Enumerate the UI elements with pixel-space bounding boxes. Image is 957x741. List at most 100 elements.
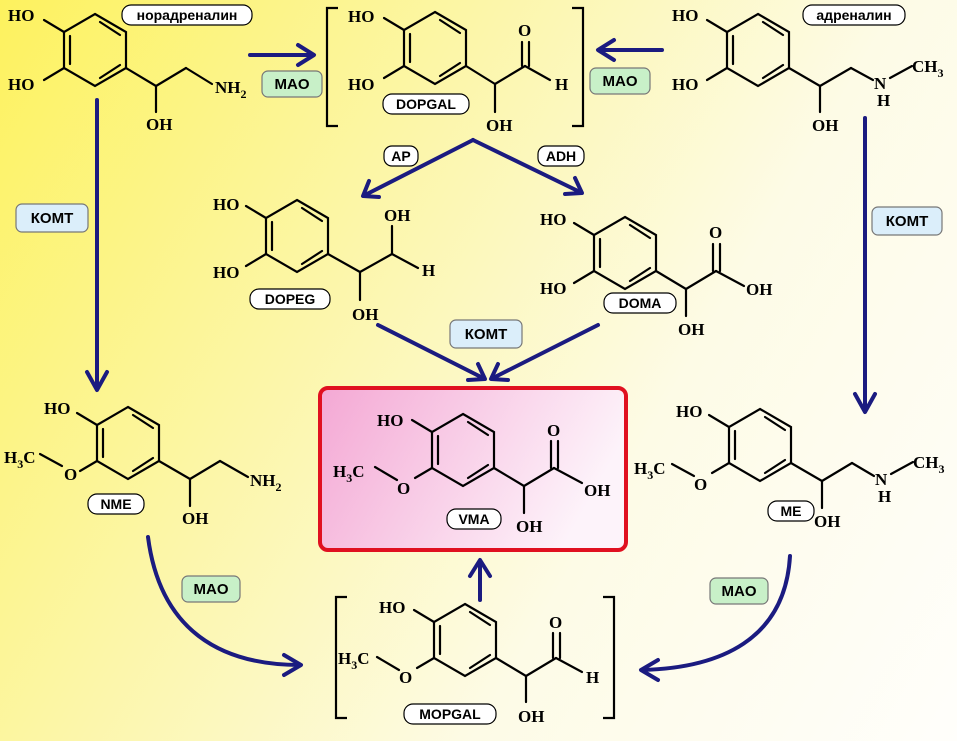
adrenaline-label: адреналин bbox=[816, 7, 891, 23]
svg-text:OH: OH bbox=[182, 509, 208, 528]
svg-text:AP: AP bbox=[391, 148, 410, 164]
svg-text:HO: HO bbox=[8, 6, 34, 25]
nme-label: NME bbox=[100, 496, 131, 512]
svg-text:H3C: H3C bbox=[338, 649, 370, 672]
svg-text:OH: OH bbox=[352, 305, 378, 324]
svg-text:OH: OH bbox=[146, 115, 172, 134]
svg-text:N: N bbox=[875, 470, 888, 489]
dopgal-label-box bbox=[382, 93, 470, 115]
svg-text:N: N bbox=[874, 74, 887, 93]
svg-text:NH2: NH2 bbox=[250, 471, 282, 494]
svg-text:H3C: H3C bbox=[333, 462, 365, 485]
doma-label: DOMA bbox=[619, 295, 662, 311]
svg-text:H3C: H3C bbox=[4, 448, 36, 471]
svg-text:HO: HO bbox=[377, 411, 403, 430]
svg-text:OH: OH bbox=[746, 280, 772, 299]
mopgal-label: MOPGAL bbox=[419, 706, 481, 722]
svg-text:HO: HO bbox=[379, 598, 405, 617]
svg-text:КОМТ: КОМТ bbox=[886, 213, 928, 230]
svg-text:O: O bbox=[549, 613, 562, 632]
svg-text:MAO: MAO bbox=[194, 581, 229, 598]
arrow-dopgal-to-doma bbox=[471, 138, 582, 194]
svg-text:HO: HO bbox=[213, 195, 239, 214]
svg-text:HO: HO bbox=[672, 75, 698, 94]
mopgal-label-box bbox=[403, 703, 497, 725]
svg-text:OH: OH bbox=[678, 320, 704, 339]
svg-text:H: H bbox=[877, 91, 890, 110]
svg-text:HO: HO bbox=[676, 402, 702, 421]
molecule-vma: HO O H3C O OH OH VMA bbox=[333, 411, 610, 536]
svg-text:OH: OH bbox=[486, 116, 512, 135]
svg-text:O: O bbox=[694, 475, 707, 494]
svg-text:CH3: CH3 bbox=[912, 57, 944, 80]
me-label-box bbox=[767, 500, 815, 522]
svg-text:HO: HO bbox=[672, 6, 698, 25]
svg-text:NH2: NH2 bbox=[215, 78, 247, 101]
svg-text:O: O bbox=[64, 465, 77, 484]
enzyme-mao-2: MAO bbox=[589, 67, 651, 95]
vma-label: VMA bbox=[458, 511, 489, 527]
mopgal-brackets bbox=[334, 595, 616, 720]
svg-text:H: H bbox=[555, 75, 568, 94]
enzyme-komt-1: КОМТ bbox=[15, 203, 89, 233]
arrow-dopeg-to-vma bbox=[376, 323, 485, 380]
molecule-adrenaline: HO HO N H CH3 OH адреналин bbox=[672, 4, 944, 135]
dopeg-label-box bbox=[249, 288, 331, 310]
svg-text:HO: HO bbox=[540, 210, 566, 229]
svg-text:OH: OH bbox=[518, 707, 544, 726]
reaction-arrows bbox=[85, 38, 877, 682]
molecule-nme: HO O H3C NH2 OH NME bbox=[4, 399, 282, 528]
arrow-nme-to-mopgal bbox=[146, 535, 302, 667]
svg-text:H: H bbox=[422, 261, 435, 280]
molecule-noradrenaline: HO HO OH NH2 норадреналин bbox=[8, 4, 253, 134]
molecule-doma: HO HO O OH OH DOMA bbox=[540, 210, 772, 339]
svg-text:HO: HO bbox=[348, 7, 374, 26]
svg-text:O: O bbox=[399, 668, 412, 687]
svg-text:MAO: MAO bbox=[603, 73, 638, 90]
nme-label-box bbox=[87, 493, 145, 515]
svg-text:OH: OH bbox=[584, 481, 610, 500]
dopgal-brackets bbox=[325, 6, 585, 128]
svg-text:H: H bbox=[586, 668, 599, 687]
dopeg-label: DOPEG bbox=[265, 291, 316, 307]
molecule-mopgal: HO O H3C O H OH MOPGAL bbox=[338, 598, 599, 726]
enzyme-adh: ADH bbox=[537, 145, 585, 167]
svg-text:OH: OH bbox=[814, 512, 840, 531]
svg-text:O: O bbox=[547, 421, 560, 440]
svg-text:HO: HO bbox=[213, 263, 239, 282]
svg-text:HO: HO bbox=[540, 279, 566, 298]
svg-text:H: H bbox=[878, 487, 891, 506]
svg-text:HO: HO bbox=[44, 399, 70, 418]
vma-highlight-box bbox=[318, 386, 628, 552]
svg-text:ADH: ADH bbox=[546, 148, 576, 164]
arrow-doma-to-vma bbox=[491, 323, 600, 380]
svg-text:MAO: MAO bbox=[275, 76, 310, 93]
svg-text:КОМТ: КОМТ bbox=[31, 210, 73, 227]
svg-text:O: O bbox=[518, 21, 531, 40]
noradrenaline-label-box bbox=[121, 4, 253, 26]
svg-text:O: O bbox=[397, 479, 410, 498]
enzyme-mao-1: MAO bbox=[261, 70, 323, 98]
enzyme-komt-2: КОМТ bbox=[871, 206, 943, 236]
molecule-me: HO O H3C N H CH3 OH ME bbox=[634, 402, 945, 531]
me-label: ME bbox=[781, 503, 802, 519]
adrenaline-label-box bbox=[802, 4, 906, 26]
molecule-dopeg: HO HO OH H OH DOPEG bbox=[213, 195, 435, 324]
svg-text:OH: OH bbox=[812, 116, 838, 135]
svg-text:HO: HO bbox=[8, 75, 34, 94]
vma-label-box bbox=[446, 508, 502, 530]
arrow-me-to-mopgal bbox=[640, 554, 792, 672]
dopgal-label: DOPGAL bbox=[396, 96, 456, 112]
svg-text:H3C: H3C bbox=[634, 459, 666, 482]
noradrenaline-label: норадреналин bbox=[137, 7, 238, 23]
molecule-dopgal: HO HO O H OH DOPGAL bbox=[348, 7, 568, 135]
enzyme-mao-4: MAO bbox=[709, 577, 769, 605]
arrow-dopgal-to-dopeg bbox=[363, 138, 475, 197]
svg-text:MAO: MAO bbox=[722, 583, 757, 600]
enzyme-komt-3: КОМТ bbox=[449, 319, 523, 349]
enzyme-mao-3: MAO bbox=[181, 575, 241, 603]
doma-label-box bbox=[603, 292, 677, 314]
svg-text:OH: OH bbox=[516, 517, 542, 536]
svg-text:КОМТ: КОМТ bbox=[465, 326, 507, 343]
